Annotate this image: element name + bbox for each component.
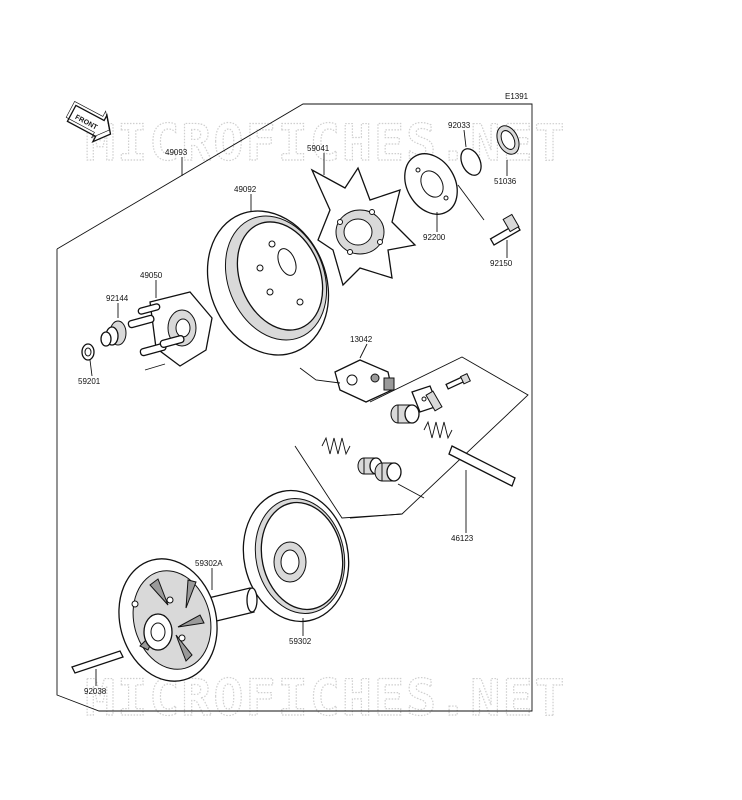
label-49092: 49092 — [234, 185, 257, 194]
spring-upper — [423, 420, 453, 440]
front-arrow-icon: FRONT — [65, 101, 112, 144]
guide-49050 — [144, 363, 166, 371]
sheave-59302A — [118, 558, 258, 682]
bolt-92150 — [489, 213, 521, 246]
figure-code: E1391 — [505, 92, 529, 101]
label-49093: 49093 — [165, 148, 188, 157]
assembly-frame — [56, 103, 533, 712]
ring-51036 — [496, 125, 520, 155]
key-92038 — [71, 650, 124, 674]
spider-59041 — [310, 166, 417, 287]
bushing-upper — [390, 404, 420, 424]
boot-92144 — [100, 320, 127, 347]
small-bolt — [445, 373, 471, 390]
label-49050: 49050 — [140, 271, 163, 280]
label-13042: 13042 — [350, 335, 373, 344]
label-59302A: 59302A — [195, 559, 223, 568]
spring-lower — [321, 436, 351, 456]
label-59041: 59041 — [307, 144, 330, 153]
label-59302: 59302 — [289, 637, 312, 646]
bushing-lower-2 — [374, 462, 402, 482]
label-51036: 51036 — [494, 177, 517, 186]
guide-arm-left — [299, 367, 341, 384]
label-92038: 92038 — [84, 687, 107, 696]
label-46123: 46123 — [451, 534, 474, 543]
pin-tip — [397, 483, 425, 499]
sheave-49092 — [206, 210, 330, 356]
guide-sheave — [349, 513, 403, 519]
label-92150: 92150 — [490, 259, 513, 268]
leader-92033 — [463, 129, 467, 148]
watermark-top: MICROFICHES.NET — [85, 114, 567, 172]
label-92200: 92200 — [423, 233, 446, 242]
washer-59201 — [81, 343, 95, 361]
ring-92033 — [460, 148, 482, 176]
label-59201: 59201 — [78, 377, 101, 386]
hub-49050 — [127, 291, 213, 367]
arm-13042 — [334, 359, 395, 403]
sheave-59302 — [242, 489, 350, 623]
pin-shaft — [448, 445, 516, 487]
kit-frame-46123 — [294, 356, 529, 519]
plate-92200 — [404, 153, 458, 215]
leader-59201 — [89, 359, 93, 377]
label-92033: 92033 — [448, 121, 471, 130]
leader-13042 — [359, 343, 368, 359]
clip-part — [411, 385, 443, 413]
guide-92150 — [457, 184, 485, 221]
label-92144: 92144 — [106, 294, 129, 303]
